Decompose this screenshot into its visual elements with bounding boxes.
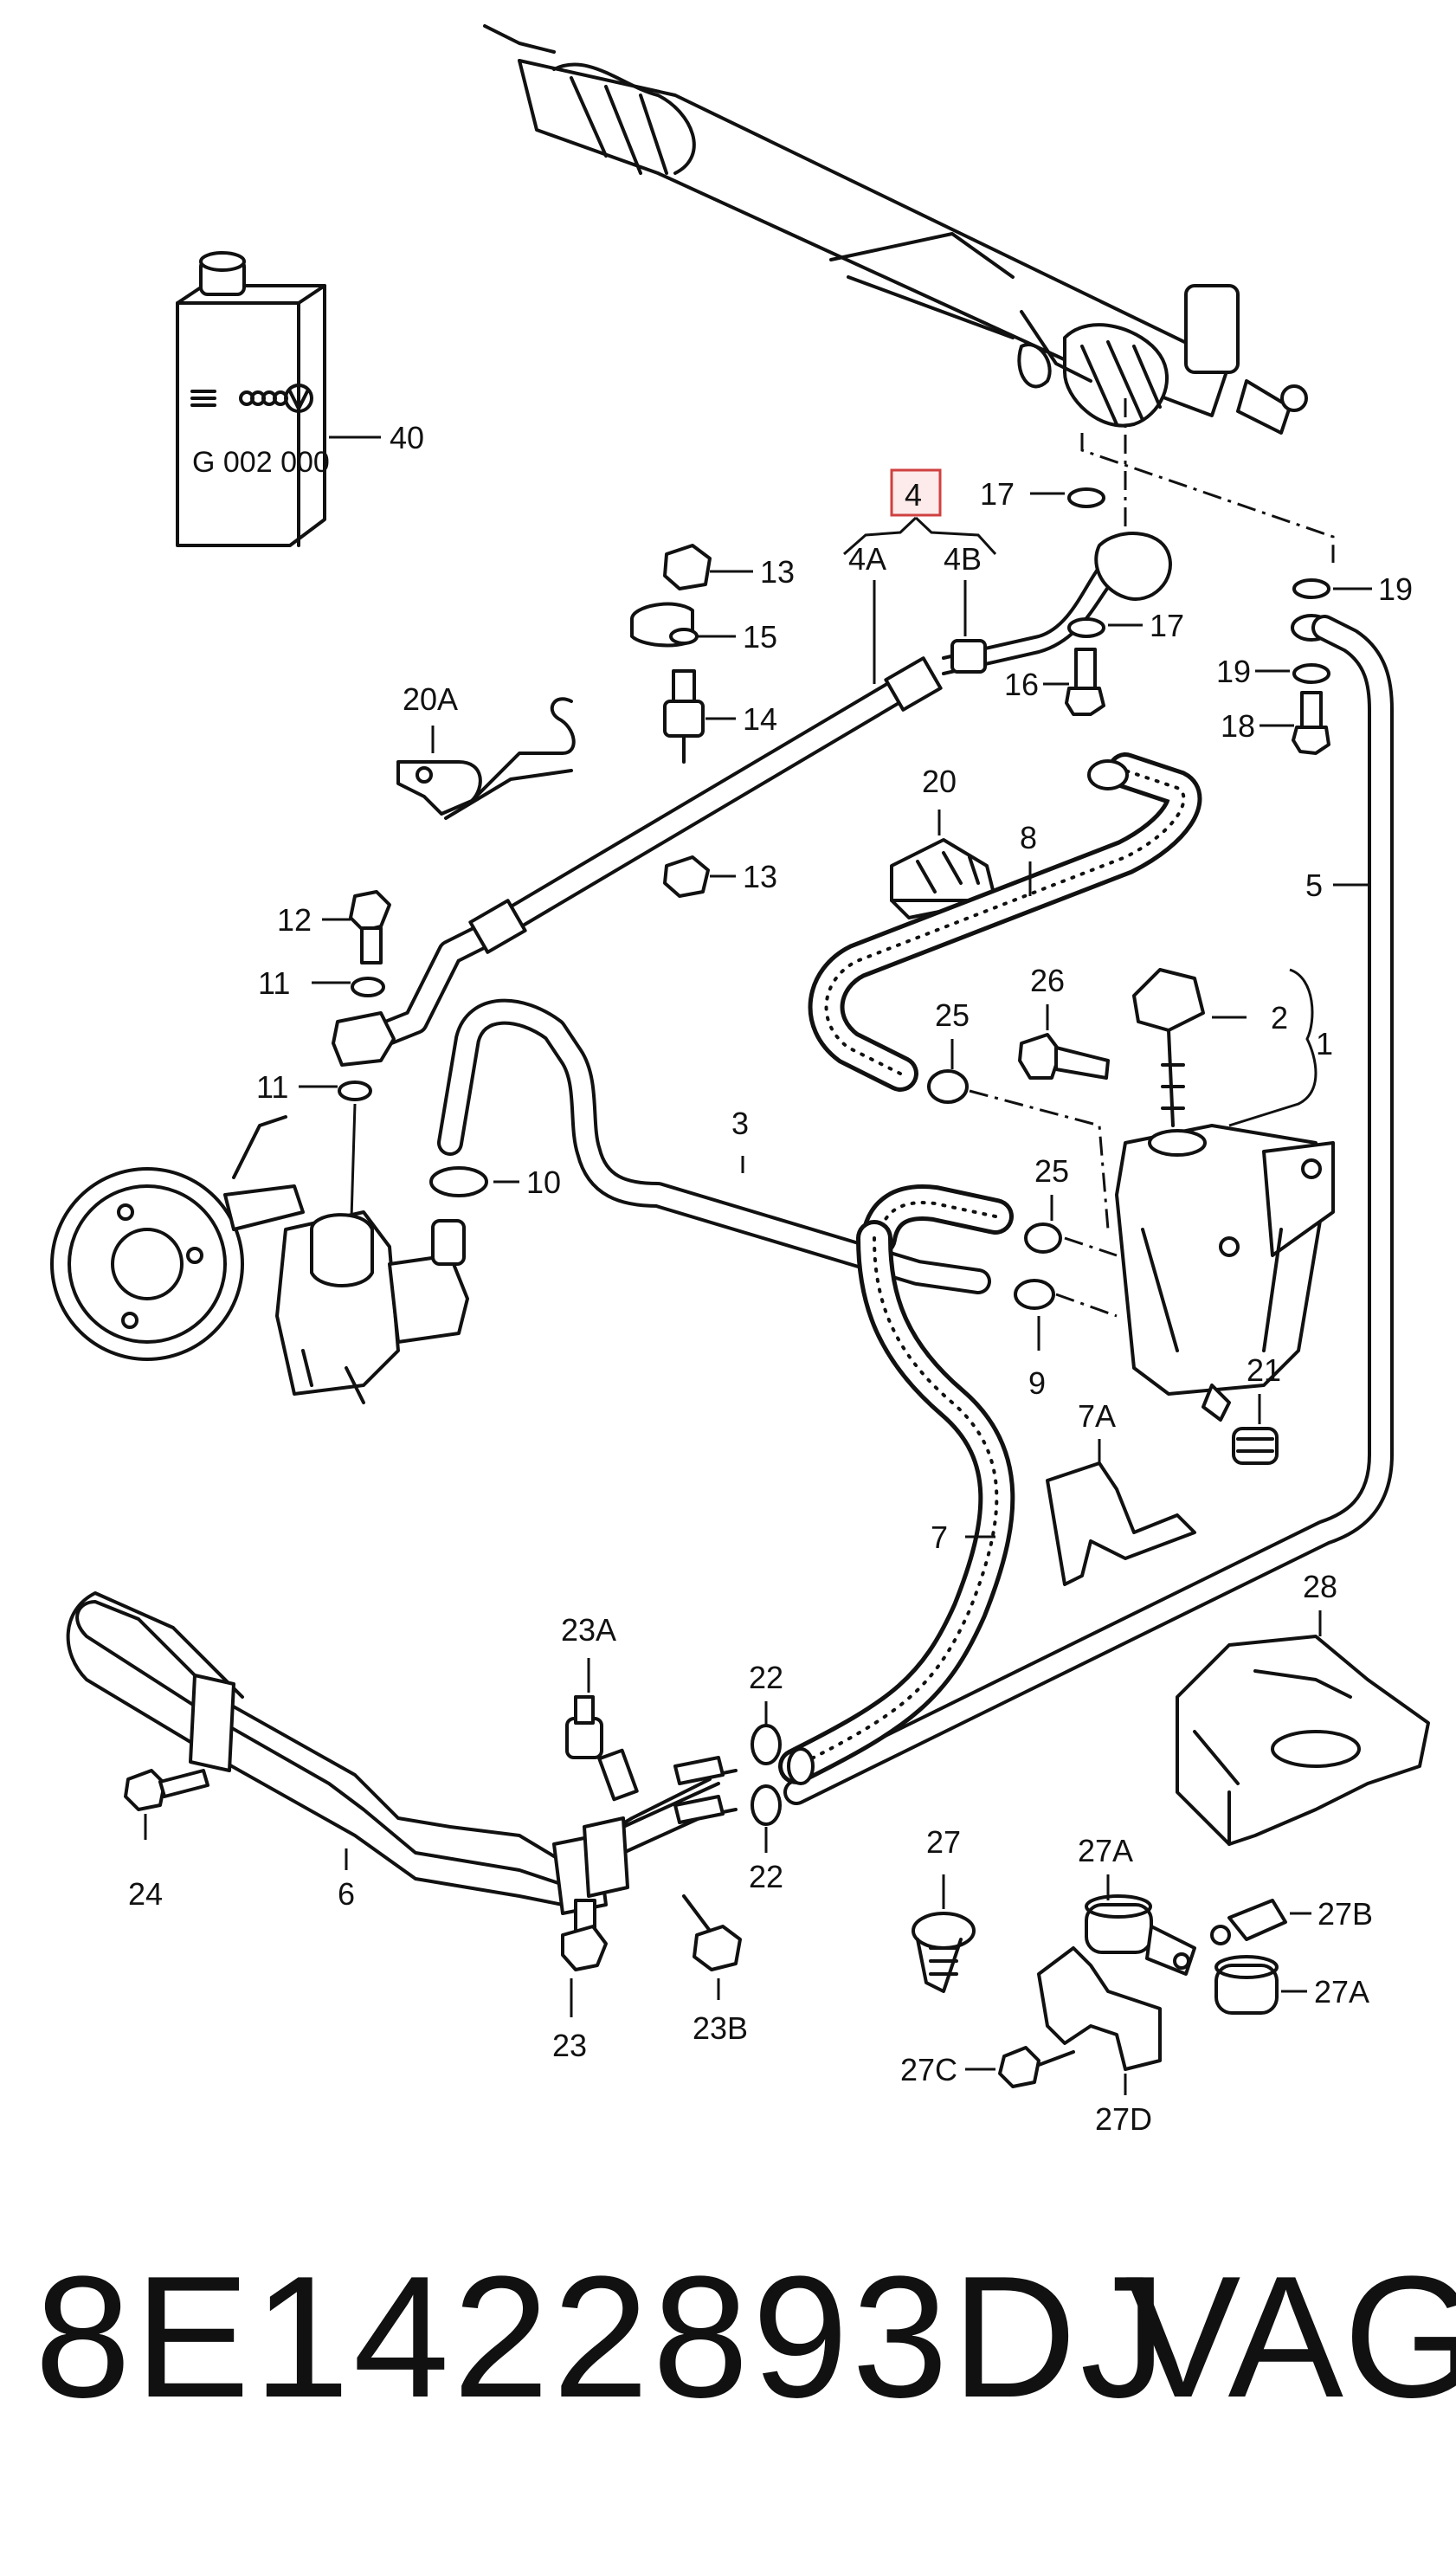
callout-3: 3 — [731, 1106, 749, 1141]
washer-19-bottom — [1292, 663, 1330, 684]
screw-24 — [124, 1769, 209, 1811]
callout-18: 18 — [1221, 708, 1255, 744]
callout-4: 4 — [905, 477, 922, 513]
hose-clamp-10 — [429, 1166, 488, 1197]
bolt-23 — [561, 1899, 608, 1971]
callout-4b: 4B — [944, 541, 982, 577]
clamp-25-top — [927, 1069, 969, 1104]
suction-hose-8 — [808, 752, 1202, 1092]
callout-20a: 20A — [403, 681, 458, 717]
callout-22-top: 22 — [749, 1660, 783, 1695]
fluid-reservoir — [1115, 1124, 1335, 1422]
return-hose-3 — [437, 998, 991, 1294]
part-number: 8E1422893DJ — [35, 2241, 1170, 2434]
callout-27a-top: 27A — [1078, 1833, 1133, 1868]
fitting-23a — [565, 1695, 639, 1802]
banjo-fitting — [332, 1011, 396, 1067]
hose-clamp-27 — [912, 1912, 976, 1993]
callout-8: 8 — [1020, 820, 1037, 855]
clamp-9 — [1014, 1279, 1055, 1310]
callout-1: 1 — [1316, 1026, 1333, 1061]
bolt-18 — [1292, 691, 1330, 755]
washer-19-top — [1292, 578, 1330, 599]
callout-9: 9 — [1028, 1365, 1046, 1401]
callout-10: 10 — [526, 1164, 561, 1200]
callout-17-top: 17 — [980, 476, 1015, 512]
callout-26: 26 — [1030, 963, 1065, 998]
callout-27b: 27B — [1317, 1896, 1373, 1932]
callout-20: 20 — [922, 764, 957, 799]
nut-23b — [693, 1925, 742, 1971]
callout-23: 23 — [552, 2028, 587, 2063]
callout-22-bottom: 22 — [749, 1859, 783, 1894]
clamp-22-bottom — [751, 1784, 782, 1826]
callout-24: 24 — [128, 1876, 163, 1912]
assembly-dashline-25 — [969, 1089, 1110, 1230]
bolt-12 — [349, 890, 391, 964]
callout-16: 16 — [1004, 667, 1039, 702]
audi-rings-icon — [239, 390, 288, 406]
pressure-line-4 — [359, 532, 1172, 1052]
fluid-can: G 002 000 — [176, 251, 381, 547]
cooler-line-6 — [66, 1591, 738, 1915]
bolt-16 — [1065, 648, 1105, 716]
cooler-line-5 — [783, 615, 1394, 1805]
bracket-stud-assembly — [630, 544, 712, 898]
fluid-can-label: G 002 000 — [192, 446, 330, 479]
callout-27a-right: 27A — [1314, 1974, 1369, 2010]
callout-21: 21 — [1247, 1352, 1281, 1388]
callout-25-top: 25 — [935, 997, 970, 1033]
callout-2: 2 — [1271, 1000, 1288, 1035]
bracket-assembly-27 — [998, 1894, 1287, 2088]
bracket-20a — [396, 697, 576, 820]
exploded-parts-diagram: G 002 000 40 4 4A 4B 13 15 14 13 — [50, 24, 1430, 2137]
callout-14: 14 — [743, 701, 777, 737]
washer-11-bottom — [338, 1081, 372, 1101]
assembly-dashline-25b — [1064, 1236, 1118, 1257]
clamp-22-top — [751, 1724, 782, 1765]
power-steering-pump — [50, 1115, 469, 1404]
callout-28: 28 — [1303, 1569, 1337, 1604]
callout-13-bottom: 13 — [743, 859, 777, 894]
callout-7: 7 — [931, 1519, 948, 1555]
bolt-26 — [1018, 1033, 1110, 1080]
callout-15: 15 — [743, 619, 777, 655]
washer-11-top — [351, 977, 385, 997]
cover-28 — [1176, 1635, 1430, 1846]
callout-4a: 4A — [848, 541, 886, 577]
callout-25-bottom: 25 — [1034, 1153, 1069, 1189]
reservoir-cap-2 — [1132, 968, 1205, 1127]
callout-27d: 27D — [1095, 2101, 1152, 2137]
callout-7a: 7A — [1078, 1398, 1116, 1434]
bracket-7a — [1046, 1461, 1196, 1586]
seat-logo-icon — [190, 390, 216, 407]
callout-11-top: 11 — [258, 965, 290, 1001]
callout-19-top: 19 — [1378, 571, 1413, 607]
washer-17-bottom — [1067, 617, 1105, 638]
callout-23b: 23B — [693, 2010, 748, 2046]
callout-19-bottom: 19 — [1216, 654, 1251, 689]
clamp-25-bottom — [1024, 1222, 1062, 1254]
drain-cap-21 — [1232, 1427, 1279, 1465]
steering-rack — [483, 24, 1308, 435]
callout-4-highlight-box — [890, 468, 942, 517]
assembly-dashline-9 — [1055, 1293, 1118, 1318]
callout-12: 12 — [277, 902, 312, 938]
callout-13-top: 13 — [760, 554, 795, 590]
hose-7-top-end — [860, 1184, 1014, 1256]
callout-40: 40 — [390, 420, 424, 455]
callout-17-bottom: 17 — [1150, 608, 1184, 643]
brand-name: VAG — [1125, 2241, 1456, 2434]
callout-27: 27 — [926, 1824, 961, 1860]
callout-27c: 27C — [900, 2052, 957, 2087]
callout-11-bottom: 11 — [256, 1069, 288, 1105]
assembly-dashline-rack — [1080, 433, 1335, 563]
callout-5: 5 — [1305, 868, 1323, 903]
return-hose-7 — [778, 1220, 1015, 1785]
callout-6: 6 — [338, 1876, 355, 1912]
washer-17-top — [1067, 487, 1105, 508]
callout-23a: 23A — [561, 1612, 616, 1648]
